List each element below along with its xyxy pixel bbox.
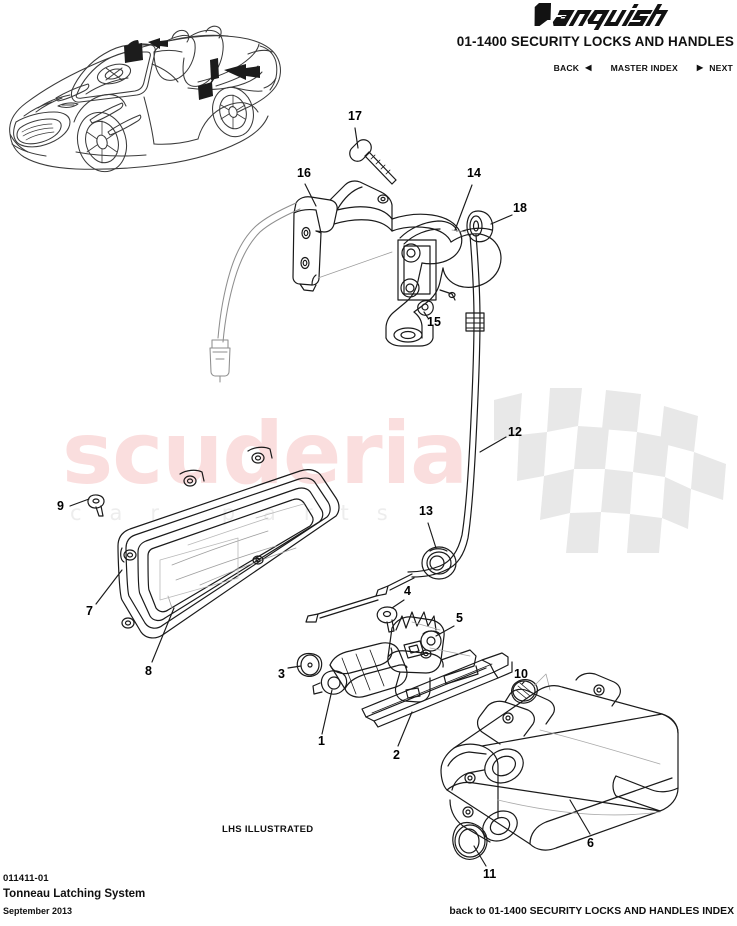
callout-15: 15 [427,315,441,329]
callout-4: 4 [404,584,411,598]
nav-back-link[interactable]: BACK [553,63,580,73]
callout-12: 12 [508,425,522,439]
callout-9: 9 [57,499,64,513]
vehicle-location-thumbnail [2,2,290,190]
callout-5: 5 [456,611,463,625]
back-to-index-link[interactable]: back to 01-1400 SECURITY LOCKS AND HANDL… [449,906,734,917]
nav-next-link[interactable]: NEXT [709,63,733,73]
page-title: 01-1400 SECURITY LOCKS AND HANDLES [456,34,734,49]
lhs-illustrated-note: LHS ILLUSTRATED [222,824,314,835]
nav-master-index-link[interactable]: MASTER INDEX [610,63,678,73]
document-date: September 2013 [3,906,73,916]
callout-14: 14 [467,166,481,180]
callout-17: 17 [348,109,362,123]
header-navigation: BACK ◀ MASTER INDEX ▶ NEXT [554,63,733,73]
callout-10: 10 [514,667,528,681]
callout-8: 8 [145,664,152,678]
callout-7: 7 [86,604,93,618]
callout-18: 18 [513,201,527,215]
next-arrow-icon[interactable]: ▶ [696,63,704,72]
back-arrow-icon[interactable]: ◀ [585,63,592,72]
callout-11: 11 [483,867,497,881]
document-title: Tonneau Latching System [3,888,146,900]
callout-1: 1 [318,734,325,748]
callout-13: 13 [419,504,433,518]
vanquish-brand-logo [515,0,735,30]
document-number: 011411-01 [3,873,49,884]
callout-6: 6 [587,836,594,850]
page-header: 01-1400 SECURITY LOCKS AND HANDLES BACK … [0,0,737,92]
callout-3: 3 [278,667,285,681]
page-footer: 011411-01 Tonneau Latching System Septem… [0,866,737,926]
callout-2: 2 [393,748,400,762]
callout-16: 16 [297,166,311,180]
